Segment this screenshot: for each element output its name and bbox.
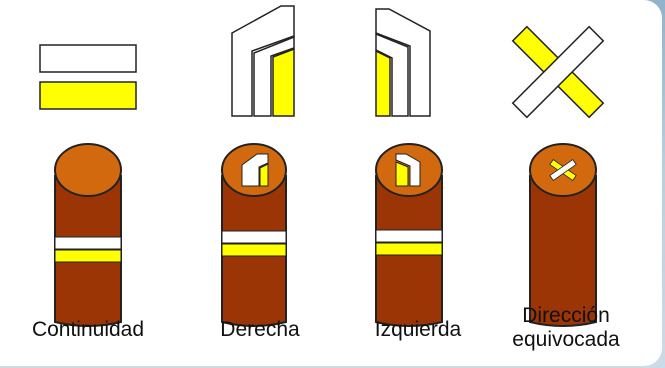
caption-line-1: Dirección: [522, 304, 610, 327]
symbol-derecha: Derecha: [180, 0, 340, 366]
caption-derecha: Derecha: [220, 318, 300, 341]
symbol-izquierda: Izquierda: [338, 0, 498, 366]
symbol-direccion-equivocada: Dirección equivocada: [486, 0, 646, 366]
post-izquierda: [375, 143, 443, 327]
left-turn-icon: [375, 8, 431, 117]
post-derecha: [221, 143, 287, 327]
caption-line-2: equivocada: [512, 328, 620, 351]
post-continuidad: [54, 143, 122, 327]
parallel-bars-icon: [39, 44, 137, 110]
post-direccion-equivocada: [529, 143, 597, 327]
caption-continuidad: Continuidad: [31, 318, 145, 341]
wrong-way-cross-icon: [511, 25, 605, 119]
caption-izquierda: Izquierda: [374, 318, 462, 341]
caption-direccion-equivocada: Dirección equivocada: [486, 304, 646, 352]
right-turn-icon: [231, 5, 295, 117]
symbol-continuidad: Continuidad: [8, 0, 168, 366]
